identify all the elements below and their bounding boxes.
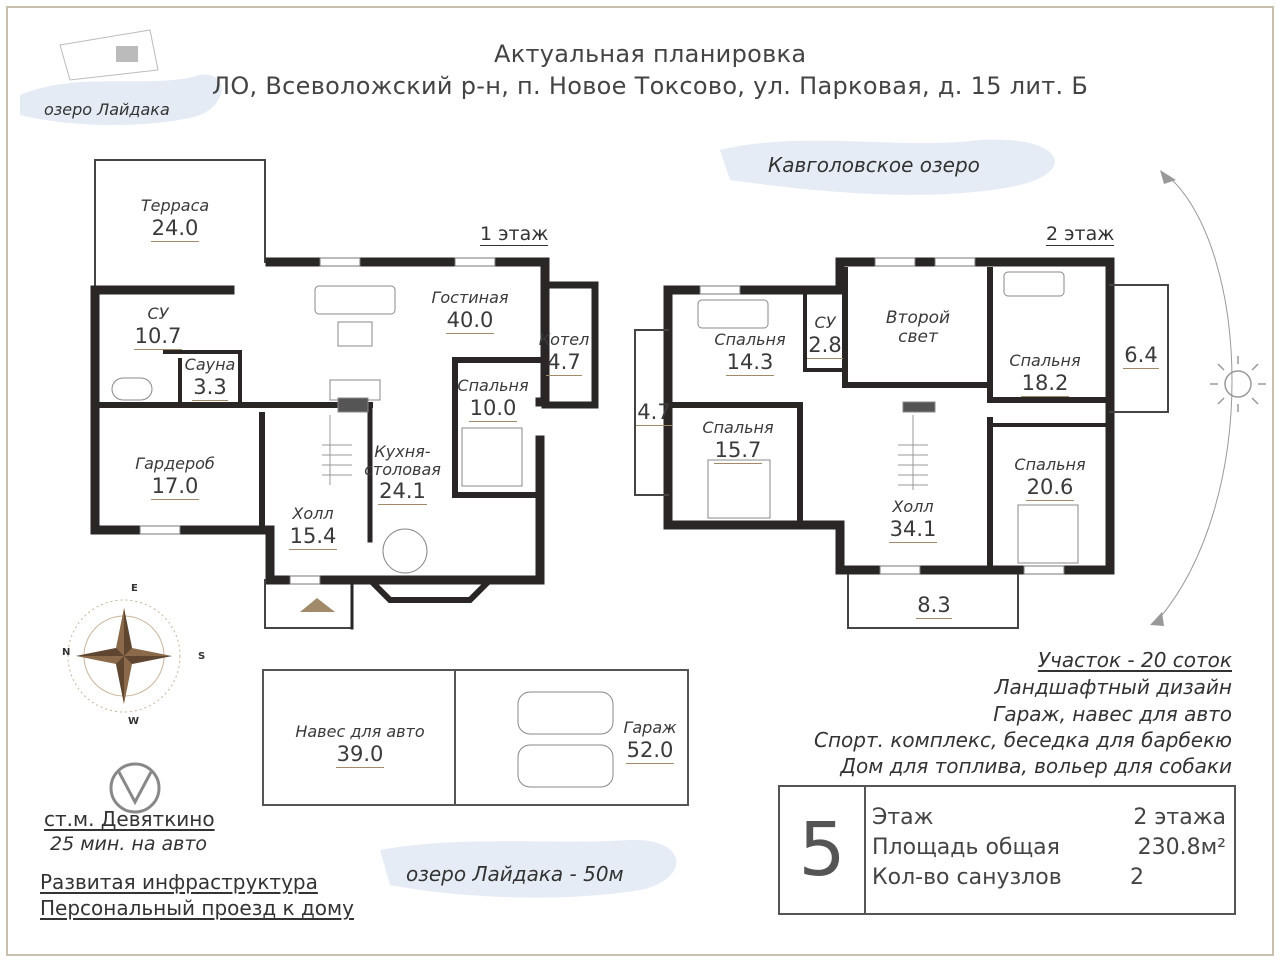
- floor-2-label: 2 этаж: [1046, 223, 1115, 246]
- room-area: 3.3: [192, 375, 228, 401]
- room-name: Холл: [892, 497, 934, 516]
- lake-right-label: Кавголовское озеро: [768, 153, 980, 177]
- room-area: 18.2: [1020, 371, 1070, 397]
- page-frame: [6, 6, 1274, 956]
- room-name: Кухня- столовая: [364, 442, 441, 479]
- room-area: 15.4: [288, 524, 338, 550]
- spec-floors-value: 2 этажа: [1133, 805, 1226, 830]
- room-area: 6.4: [1123, 343, 1159, 370]
- site-house: [116, 46, 138, 62]
- room-name: Спальня: [1014, 455, 1086, 474]
- note-private-road: Персональный проезд к дому: [40, 896, 354, 920]
- room-area: 2.8: [807, 333, 843, 359]
- room-name: Гардероб: [135, 454, 215, 473]
- room-name: Холл: [292, 504, 334, 523]
- site-plan: [59, 29, 159, 81]
- room-terrace-2: 8.3: [906, 592, 962, 620]
- room-name: Спальня: [702, 418, 774, 437]
- room-area: 8.3: [916, 593, 952, 620]
- title-line-1: Актуальная планировка: [494, 40, 807, 68]
- room-area: 34.1: [888, 517, 938, 543]
- feature-lot: Участок - 20 соток: [1037, 648, 1232, 672]
- room-name: Гараж: [623, 718, 677, 737]
- floor-1-label: 1 этаж: [480, 223, 549, 246]
- room-area: 40.0: [445, 308, 495, 334]
- note-infrastructure: Развитая инфраструктура: [40, 870, 318, 894]
- room-balcony-west: 4.7: [634, 399, 674, 427]
- room-name: Гостиная: [431, 288, 509, 307]
- sun-path-arc: [1157, 175, 1233, 621]
- feature-sport: Спорт. комплекс, беседка для барбекю: [814, 728, 1232, 752]
- room-area: 10.7: [133, 324, 183, 350]
- room-area: 52.0: [625, 738, 675, 764]
- compass-letter-n: N: [62, 647, 71, 658]
- sun-icon: [1210, 356, 1266, 412]
- metro-time: 25 мин. на авто: [50, 833, 208, 855]
- lot-spec-box: 5 Этаж 2 этажа Площадь общая 230.8м² Кол…: [778, 785, 1236, 915]
- spec-bathrooms-value: 2: [1130, 865, 1144, 890]
- room-name: СУ: [814, 313, 836, 332]
- room-name: Сауна: [184, 355, 236, 374]
- room-area: 14.3: [725, 350, 775, 376]
- room-name: Терраса: [140, 196, 210, 215]
- room-area: 4.7: [546, 350, 582, 376]
- room-name: Второй свет: [885, 308, 951, 347]
- spec-bathrooms-label: Кол-во санузлов: [872, 865, 1062, 890]
- room-area: 20.6: [1025, 475, 1075, 501]
- spec-area-value: 230.8м²: [1137, 835, 1226, 860]
- room-area: 17.0: [150, 474, 200, 500]
- compass-letter-w: W: [128, 716, 140, 727]
- room-balcony-east: 6.4: [1114, 342, 1168, 370]
- room-name: Навес для авто: [295, 722, 425, 741]
- water-bottom: [380, 839, 677, 898]
- entrance-marker: [300, 598, 335, 612]
- room-name: Спальня: [714, 330, 786, 349]
- room-second-light: Второй свет: [868, 308, 968, 347]
- room-area: 24.0: [150, 216, 200, 242]
- room-area: 4.7: [636, 400, 672, 427]
- water-top-left: [20, 74, 222, 126]
- lot-number: 5: [780, 787, 866, 913]
- compass-letter-s: S: [198, 651, 206, 662]
- room-area: 39.0: [335, 742, 385, 768]
- metro-station: ст.м. Девяткино: [44, 807, 215, 831]
- room-area: 10.0: [468, 396, 518, 422]
- lake-top-left-label: озеро Лайдака: [44, 100, 170, 119]
- room-name: Спальня: [1009, 351, 1081, 370]
- room-name: Котел: [538, 330, 590, 349]
- lake-bottom-label: озеро Лайдака - 50м: [406, 862, 624, 886]
- water-right: [720, 139, 1055, 195]
- room-area: 15.7: [713, 438, 763, 464]
- room-name: СУ: [147, 304, 169, 323]
- room-area: 24.1: [378, 480, 427, 506]
- feature-fuel-house: Дом для топлива, вольер для собаки: [840, 754, 1232, 778]
- feature-garage: Гараж, навес для авто: [993, 702, 1232, 726]
- compass-rose: [67, 599, 181, 713]
- metro-logo: [109, 762, 161, 814]
- feature-landscape: Ландшафтный дизайн: [994, 675, 1232, 699]
- spec-floors-label: Этаж: [872, 805, 934, 830]
- compass-letter-e: E: [131, 583, 138, 594]
- spec-area-label: Площадь общая: [872, 835, 1060, 860]
- title-line-2: ЛО, Всеволожский р-н, п. Новое Токсово, …: [212, 72, 1089, 100]
- room-name: Спальня: [457, 376, 529, 395]
